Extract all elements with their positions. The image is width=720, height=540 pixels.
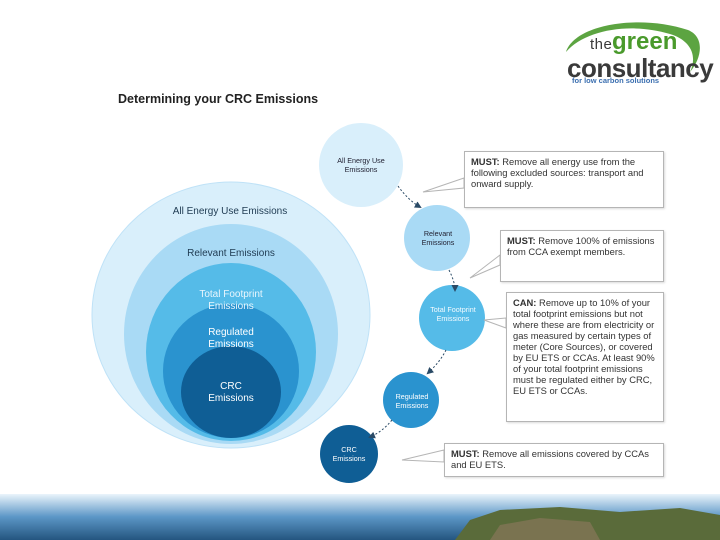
bubble-regulated: [383, 372, 439, 428]
callout-pointer-2: [469, 253, 501, 279]
callout-pointer-1: [422, 177, 465, 193]
arrow-4: [368, 419, 393, 439]
callout-pointer-4: [401, 449, 445, 463]
arrow-2: [448, 269, 459, 292]
ring-label-crc: CRC Emissions: [208, 381, 254, 404]
ring-crc: [181, 346, 281, 438]
bubble-crc: [320, 425, 378, 483]
bubble-relevant: [404, 205, 470, 271]
callout-pointer-3: [483, 317, 507, 329]
ring-label-total-footprint: Total Footprint Emissions: [199, 289, 263, 312]
logo-the: the: [590, 36, 613, 53]
ring-label-relevant: Relevant Emissions: [187, 248, 275, 259]
callout-cca-exempt: MUST: Remove 100% of emissions from CCA …: [500, 230, 664, 282]
arrow-3: [426, 349, 447, 375]
bubble-label-relevant: Relevant Emissions: [421, 229, 455, 247]
bubble-label-total-footprint: Total Footprint Emissions: [430, 305, 476, 323]
callout-excluded-sources: MUST: Remove all energy use from the fol…: [464, 151, 664, 208]
callout-text: Remove all energy use from the following…: [471, 156, 644, 189]
callout-text: Remove all emissions covered by CCAs and…: [451, 448, 649, 470]
callout-lead: MUST:: [507, 235, 536, 246]
logo-green: green: [612, 28, 678, 55]
callout-lead: MUST:: [471, 156, 500, 167]
page-title: Determining your CRC Emissions: [118, 92, 319, 106]
bubble-label-regulated: Regulated Emissions: [395, 392, 429, 410]
callout-text: Remove 100% of emissions from CCA exempt…: [507, 235, 655, 257]
ring-label-regulated: Regulated Emissions: [208, 327, 254, 350]
callout-text: Remove up to 10% of your total footprint…: [513, 297, 655, 396]
ring-label-all-energy: All Energy Use Emissions: [172, 206, 288, 217]
callout-lead: CAN:: [513, 297, 537, 308]
bubble-total-footprint: [419, 285, 485, 351]
callout-lead: MUST:: [451, 448, 480, 459]
logo-tagline: for low carbon solutions: [572, 76, 660, 85]
callout-cca-eu-ets: MUST: Remove all emissions covered by CC…: [444, 443, 664, 477]
arrow-1: [397, 185, 422, 209]
footer-rocks: [490, 518, 600, 540]
bubble-label-all-energy: All Energy Use Emissions: [337, 156, 385, 174]
logo-consultancy: consultancy: [567, 53, 714, 83]
bubble-label-crc: CRC Emissions: [332, 445, 366, 463]
callout-up-to-10-percent: CAN: Remove up to 10% of your total foot…: [506, 292, 664, 422]
bubble-all-energy: [319, 123, 403, 207]
